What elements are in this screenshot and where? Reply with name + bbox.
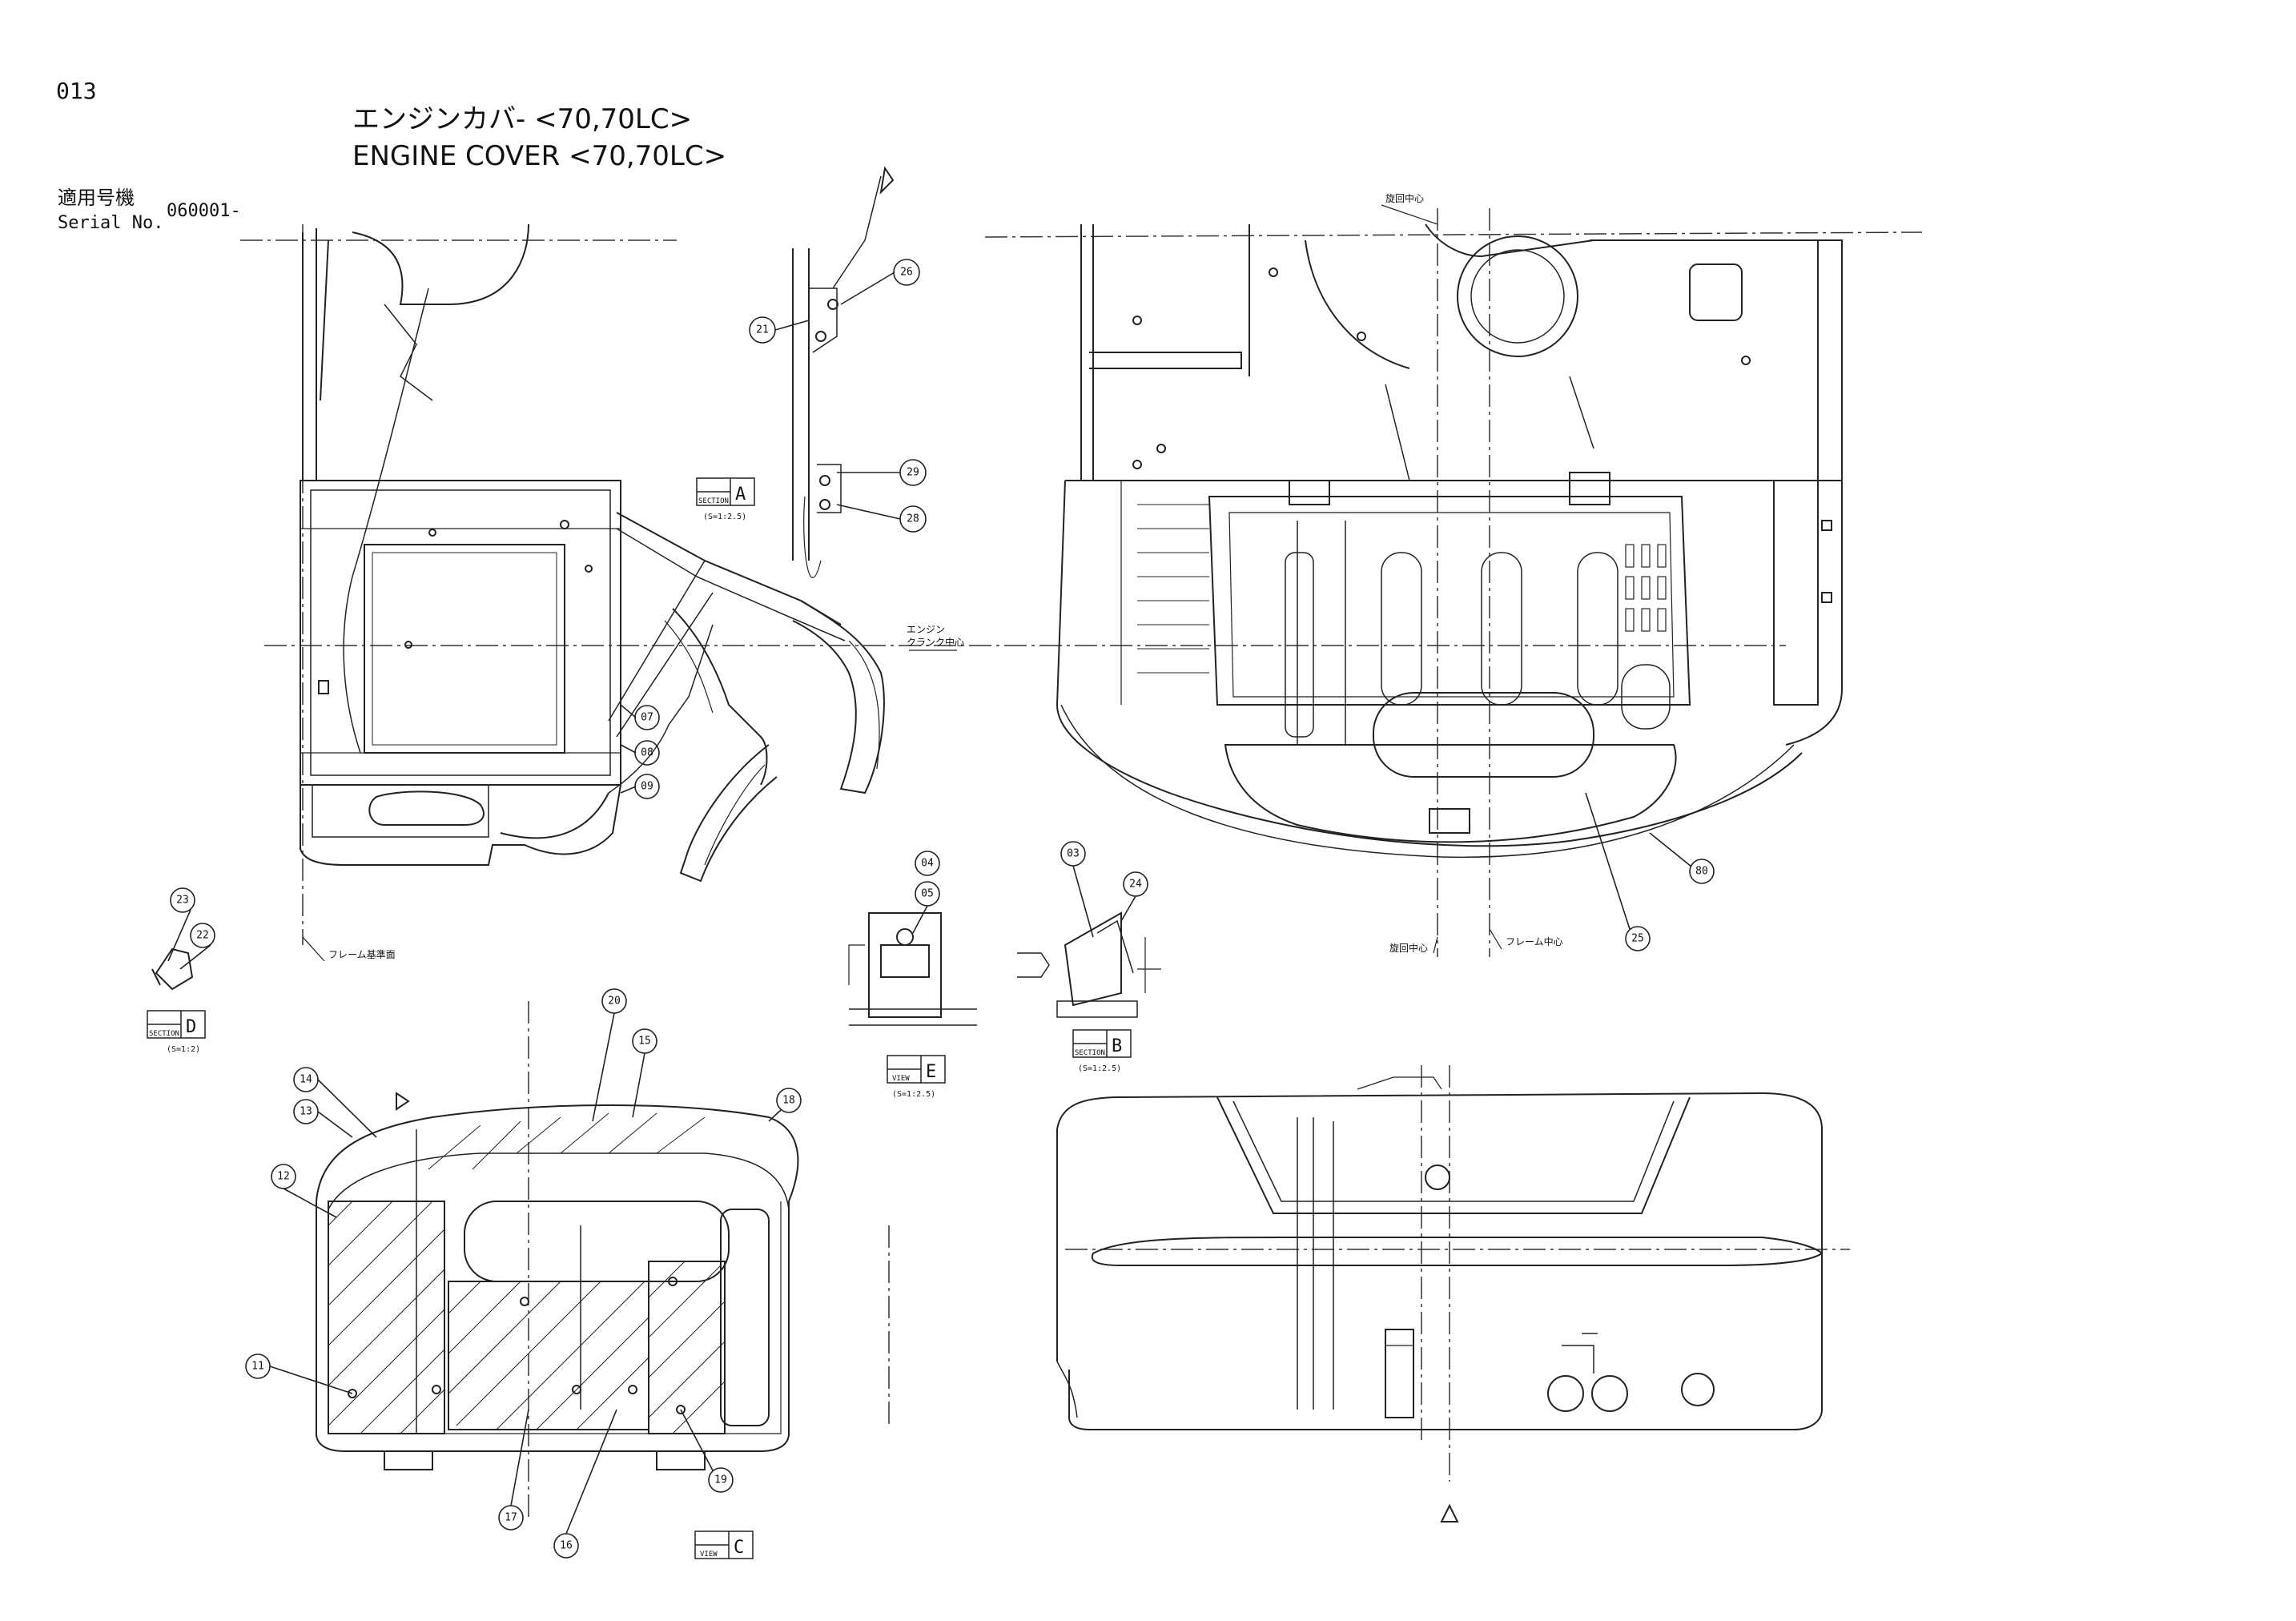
title-japanese: エンジンカバ- <70,70LC> (352, 103, 693, 135)
callout-label: 22 (196, 930, 209, 942)
callout-label: 29 (907, 467, 919, 479)
view-caption: SECTION (698, 497, 729, 505)
view-c (316, 1092, 799, 1470)
view-letter: E (926, 1062, 936, 1082)
callout-label: 12 (277, 1171, 290, 1183)
view-caption: SECTION (1075, 1049, 1105, 1057)
callout-25 (1625, 926, 1651, 951)
callout-label: 13 (300, 1106, 312, 1118)
side-view (300, 223, 885, 883)
callout-label: 09 (641, 781, 653, 793)
callout-label: 17 (505, 1512, 517, 1524)
callout-label: 15 (638, 1036, 651, 1048)
callout-label: 11 (251, 1361, 264, 1373)
callout-labels: 26 21 29 28 07 08 09 23 22 04 05 03 24 2… (176, 267, 1708, 1552)
callout-label: 25 (1631, 933, 1644, 945)
callout-label: 07 (641, 712, 653, 724)
view-e-detail (848, 912, 977, 1026)
view-letter: C (734, 1538, 744, 1558)
annotations: エンジン クランク中心 フレーム基準面 旋回中心 旋回中心 フレーム中心 (328, 192, 1563, 960)
callout-label: 04 (921, 858, 934, 870)
view-scale: (S=1:2.5) (703, 513, 746, 521)
page-number: 013 (56, 78, 97, 104)
callout-label: 24 (1129, 879, 1142, 891)
annotation-frame-center: フレーム中心 (1506, 935, 1563, 947)
callout-label: 28 (907, 513, 919, 525)
section-b-detail (1017, 911, 1161, 1018)
view-letter: A (735, 485, 746, 505)
callout-label: 20 (608, 996, 621, 1008)
view-scale: (S=1:2.5) (1078, 1064, 1121, 1073)
view-scale: (S=1:2.5) (892, 1090, 935, 1099)
annotation-crank-center: クランク中心 (907, 636, 964, 648)
annotation-swing-center-2: 旋回中心 (1389, 942, 1428, 954)
plan-view (1056, 223, 1843, 859)
part-callouts (167, 259, 1715, 1559)
callout-label: 03 (1067, 848, 1080, 860)
title-english: ENGINE COVER <70,70LC> (352, 140, 727, 172)
view-letter: D (186, 1017, 196, 1037)
callout-80 (1689, 859, 1715, 884)
view-caption: SECTION (149, 1030, 179, 1038)
section-d-detail (151, 947, 194, 991)
callout-label: 05 (921, 888, 934, 900)
annotation-swing-center: 旋回中心 (1385, 192, 1424, 204)
callout-label: 16 (560, 1540, 573, 1552)
callout-23 (170, 887, 195, 913)
callout-label: 26 (900, 267, 913, 279)
callout-label: 21 (756, 324, 769, 336)
callout-label: 23 (176, 895, 189, 907)
serial-label-english: Serial No. (58, 213, 164, 233)
callout-label: 80 (1695, 866, 1708, 878)
callout-label: 18 (782, 1095, 795, 1107)
callout-19 (708, 1467, 734, 1493)
callout-label: 19 (714, 1474, 727, 1486)
annotation-frame-ref: フレーム基準面 (328, 948, 396, 960)
callout-18 (776, 1088, 802, 1113)
section-a-detail (792, 166, 895, 578)
annotation-engine-center: エンジン (907, 624, 945, 635)
serial-label-japanese: 適用号機 (58, 187, 135, 209)
callout-label: 14 (300, 1074, 312, 1086)
serial-value: 060001- (167, 201, 241, 221)
callout-04 (915, 851, 940, 876)
view-tag-text: SECTION A (S=1:2.5) SECTION D (S=1:2) VI… (149, 485, 1122, 1559)
callout-label: 08 (641, 747, 653, 759)
callout-22 (190, 923, 215, 948)
view-letter: B (1112, 1036, 1122, 1056)
view-tags (147, 477, 1132, 1559)
rear-view (1056, 1076, 1824, 1522)
view-scale: (S=1:2) (167, 1045, 200, 1054)
view-caption: VIEW (700, 1551, 718, 1559)
annotation-leaders (302, 204, 1502, 962)
view-caption: VIEW (892, 1075, 910, 1083)
